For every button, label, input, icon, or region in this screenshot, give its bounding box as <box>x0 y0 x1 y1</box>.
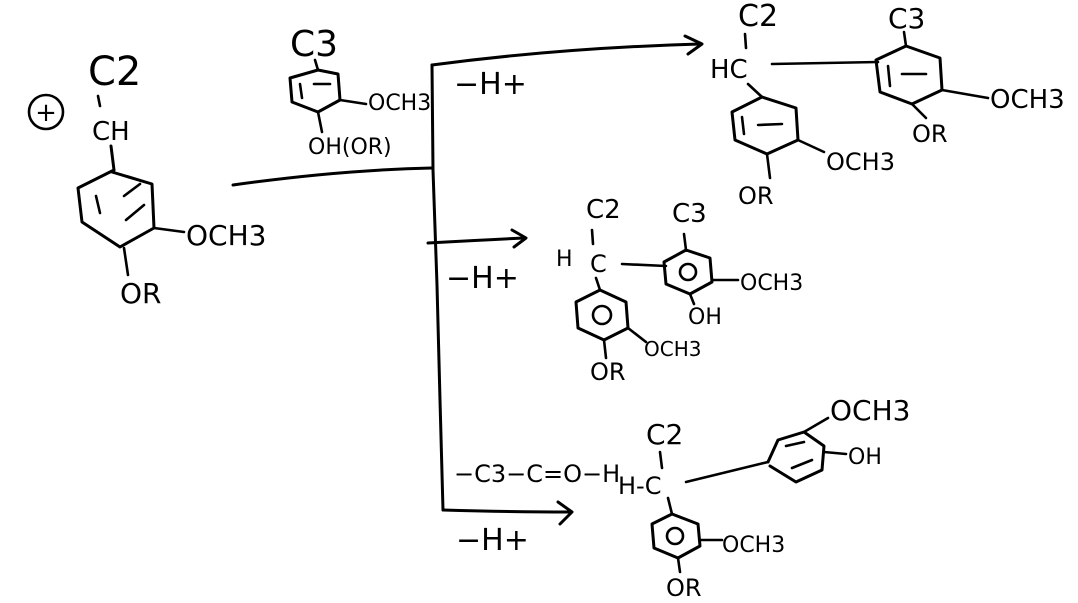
reagent-ring-double-1 <box>298 82 304 100</box>
p1-right-och3-bond <box>940 88 990 100</box>
p2-left-och3: OCH3 <box>644 337 701 361</box>
reactant: + C2 CH OCH3 OR <box>27 49 266 310</box>
charge-sign: + <box>35 98 57 128</box>
p2-left-ring <box>574 288 630 342</box>
p3-oh-bond <box>822 450 848 456</box>
p1-right-or: OR <box>912 120 948 148</box>
reagent-och3: OCH3 <box>368 91 431 116</box>
reactant-or: OR <box>120 277 162 310</box>
reactant-ch-bond <box>109 144 116 172</box>
reactant-or-bond <box>122 246 130 277</box>
p1-right-och3: OCH3 <box>990 85 1065 115</box>
p3-lower-stem <box>666 496 674 516</box>
p1-left-or: OR <box>738 182 774 210</box>
reactant-c2-bond <box>96 94 102 108</box>
product-1: C2 HC OCH3 OR C3 OCH3 OR <box>710 0 1065 210</box>
p2-oh: OH <box>688 305 722 330</box>
p1-left-och3-bond <box>796 138 826 154</box>
p2-left-och3-bond <box>626 326 648 344</box>
p3-upper-ring-dbl-2 <box>790 458 814 470</box>
p3-hc: H-C <box>618 472 661 500</box>
reactant-ring-double-1 <box>94 194 102 215</box>
p3-lower-ring <box>650 512 702 560</box>
p3-or: OR <box>666 574 702 602</box>
reagent-oh-bond <box>316 110 324 134</box>
p3-lower-ring-aromatic <box>665 526 685 546</box>
p2-right-ring-aromatic <box>678 262 698 282</box>
p2-left-or-bond <box>602 338 608 360</box>
main-arrow-shaft <box>231 166 434 187</box>
p2-link <box>620 262 668 268</box>
branch-bottom-label-1: −C3−C=O−H <box>454 460 620 488</box>
p2-c2: C2 <box>586 195 621 225</box>
p1-c2-bond <box>743 32 748 50</box>
reactant-ring-double-2 <box>122 182 142 198</box>
p3-link <box>684 460 770 484</box>
arrow-top <box>430 42 702 67</box>
p3-och3-top-bond <box>802 416 830 434</box>
reactant-ring-double-3 <box>124 203 146 222</box>
p2-c3-bond <box>682 232 688 252</box>
p2-left-stem <box>594 276 602 292</box>
branch-top-label: −H+ <box>454 67 527 102</box>
reagent-och3-bond <box>338 98 368 106</box>
arrow-bottom-head <box>556 500 574 526</box>
arrow-middle <box>426 236 526 245</box>
reagent-c3-bond <box>313 58 320 72</box>
p3-upper-ring-dbl-1 <box>784 440 806 448</box>
p2-h: H <box>556 247 573 272</box>
p1-left-stem <box>746 82 764 99</box>
p1-c2: C2 <box>738 0 778 34</box>
arrow-middle-head <box>510 228 528 249</box>
p1-left-ring-dbl-1 <box>740 115 746 136</box>
p1-link <box>770 60 880 66</box>
charge-circle <box>27 93 65 131</box>
arrow-bottom <box>441 508 572 514</box>
reagent-c3: C3 <box>290 24 338 65</box>
p1-right-or-bond <box>910 102 928 120</box>
arrows <box>231 34 704 526</box>
p1-left-och3: OCH3 <box>826 148 895 176</box>
product-2: C2 H C OCH3 OR C3 OCH3 OH <box>556 195 803 386</box>
p1-left-ring-dbl-2 <box>756 122 784 127</box>
p2-right-och3: OCH3 <box>740 271 803 296</box>
p2-c3: C3 <box>672 199 707 229</box>
reactant-ring <box>76 168 156 249</box>
vertical-branch-line <box>430 63 445 512</box>
p3-upper-ring <box>766 430 826 484</box>
arrow-top-head <box>683 34 704 56</box>
p2-left-ring-aromatic <box>591 304 613 326</box>
p3-och3-bottom: OCH3 <box>722 533 785 558</box>
p2-right-ring <box>662 248 714 296</box>
p2-c2-bond <box>590 228 595 246</box>
branch-bottom-label-2: −H+ <box>456 523 529 558</box>
reactant-och3: OCH3 <box>186 219 266 252</box>
reagent-ring <box>288 68 342 114</box>
p3-oh: OH <box>848 445 882 470</box>
p1-c3-bond <box>902 30 908 48</box>
p3-or-bond <box>676 556 682 574</box>
reactant-och3-bond <box>152 226 186 234</box>
product-3: C2 H-C OCH3 OR OCH3 OH <box>618 394 910 602</box>
p1-left-or-bond <box>765 152 772 180</box>
p1-hc: HC <box>710 55 748 85</box>
reagent: C3 OCH3 OH(OR) <box>288 24 431 160</box>
reactant-ch: CH <box>92 117 130 147</box>
reactant-c2: C2 <box>88 49 141 95</box>
p1-c3: C3 <box>888 2 925 35</box>
reagent-oh-or: OH(OR) <box>308 135 392 160</box>
p2-or: OR <box>590 358 626 386</box>
p3-c2-bond <box>658 450 664 470</box>
p3-c2: C2 <box>646 418 683 451</box>
p3-och3-top: OCH3 <box>830 394 910 427</box>
p2-c: C <box>590 250 607 278</box>
branch-middle-label: −H+ <box>446 261 519 296</box>
p2-oh-bond <box>688 292 696 306</box>
p1-right-ring-dbl-1 <box>886 64 892 88</box>
